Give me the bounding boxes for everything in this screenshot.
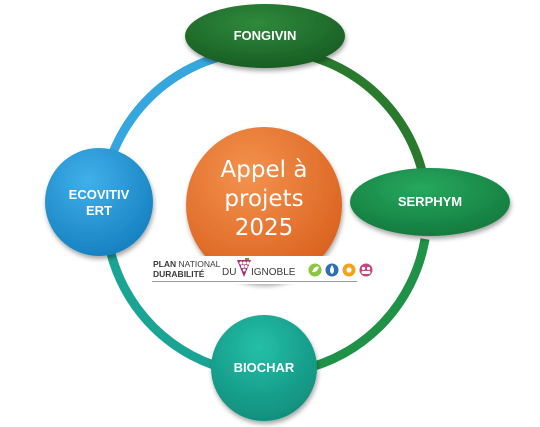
label-fongivin: FONGIVIN	[233, 28, 297, 43]
label-ecovitivert-line2: ERT	[86, 203, 112, 218]
pnd-durabilite: DURABILITÉ	[153, 269, 205, 279]
pnd-du: DU	[222, 267, 237, 278]
label-serphym: SERPHYM	[397, 194, 463, 209]
node-biochar	[211, 315, 317, 421]
ring-arc-right-bottom	[299, 238, 430, 375]
node-ecovitivert	[45, 148, 153, 256]
pnd-underline	[152, 281, 357, 282]
node-serphym	[350, 168, 510, 236]
pnd-logo-wordmark: PLAN NATIONAL DURABILITÉ	[153, 259, 220, 279]
pnd-logo: PLAN NATIONAL DURABILITÉ DU IGNOBLE	[150, 256, 380, 284]
label-biochar: BIOCHAR	[233, 360, 295, 375]
label-ecovitivert: ECOVITIV ERT	[54, 187, 144, 219]
pnd-vignoble: IGNOBLE	[251, 267, 296, 278]
center-title: Appel à projets 2025	[190, 156, 338, 243]
center-title-line2: projets	[224, 186, 304, 212]
center-circle	[186, 127, 342, 283]
grape-v-icon	[237, 258, 251, 277]
center-title-line1: Appel à	[220, 157, 308, 183]
pnd-theme-icons	[308, 263, 373, 277]
pnd-plan: PLAN	[153, 259, 177, 269]
pnd-national: NATIONAL	[178, 259, 221, 269]
people-icon	[359, 263, 373, 277]
node-fongivin	[185, 4, 345, 68]
center-title-line3: 2025	[234, 215, 294, 241]
label-ecovitivert-line1: ECOVITIV	[68, 187, 130, 202]
